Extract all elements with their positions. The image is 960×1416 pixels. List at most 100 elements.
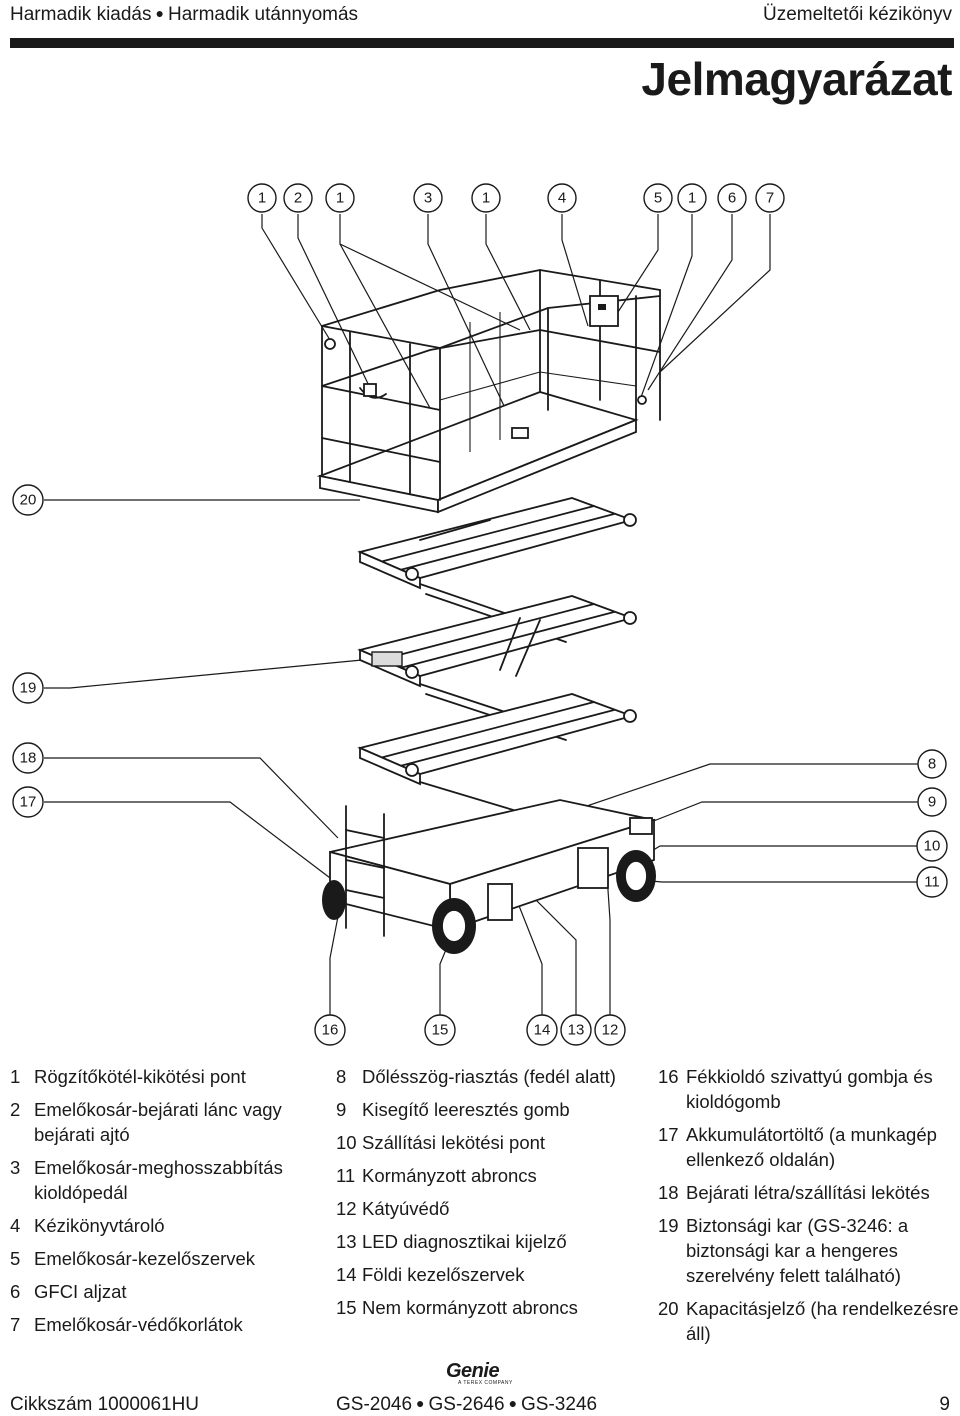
svg-text:18: 18	[20, 750, 37, 767]
callout-13: 13	[560, 1014, 592, 1046]
svg-text:9: 9	[928, 794, 936, 811]
bullet-icon: ●	[155, 5, 164, 21]
callout-14: 14	[526, 1014, 558, 1046]
legend-number: 18	[658, 1182, 679, 1203]
chassis	[322, 799, 658, 954]
legend-text: Kormányzott abroncs	[362, 1165, 537, 1186]
header-edition-text: Harmadik kiadás	[10, 4, 152, 25]
svg-text:12: 12	[602, 1022, 619, 1039]
svg-text:1: 1	[258, 190, 266, 207]
legend-number: 2	[10, 1099, 21, 1120]
legend-number: 19	[658, 1215, 679, 1236]
svg-text:1: 1	[336, 190, 344, 207]
genie-logo: Genie A TEREX COMPANY	[446, 1360, 516, 1388]
scissor-stack	[357, 497, 637, 813]
platform-basket	[316, 269, 661, 514]
legend-text: Emelőkosár-meghosszabbítás kioldópedál	[34, 1157, 283, 1203]
callout-3: 3	[413, 183, 443, 213]
footer-models: GS-2046●GS-2646●GS-3246	[336, 1394, 597, 1416]
legend-item: 3 Emelőkosár-meghosszabbítás kioldópedál	[10, 1155, 310, 1205]
legend-item: 8 Dőlésszög-riasztás (fedél alatt)	[336, 1064, 636, 1089]
legend-text: Emelőkosár-védőkorlátok	[34, 1314, 243, 1335]
legend-text: Dőlésszög-riasztás (fedél alatt)	[362, 1066, 616, 1087]
legend-number: 4	[10, 1215, 21, 1236]
svg-text:4: 4	[558, 190, 566, 207]
legend-item: 4 Kézikönyvtároló	[10, 1213, 310, 1238]
legend-text: Biztonsági kar (GS-3246: a biztonsági ka…	[686, 1215, 909, 1286]
legend-number: 3	[10, 1157, 21, 1178]
svg-text:1: 1	[482, 190, 490, 207]
callouts: 1 2 1 3 1 4 5 1 6 7 20 19 18 17 8 9 10 1…	[12, 183, 948, 1046]
callout-1: 1	[325, 183, 355, 213]
header-edition: Harmadik kiadás●Harmadik utánnyomás	[10, 4, 358, 26]
footer-model: GS-2646	[428, 1394, 505, 1415]
scissor-lift-diagram: 1 2 1 3 1 4 5 1 6 7 20 19 18 17 8 9 10 1…	[12, 183, 948, 1046]
callout-6: 6	[717, 183, 747, 213]
legend-text: Földi kezelőszervek	[362, 1264, 525, 1285]
callout-8: 8	[917, 749, 947, 779]
legend-item: 19 Biztonsági kar (GS-3246: a biztonsági …	[658, 1213, 960, 1288]
logo-tagline: A TEREX COMPANY	[458, 1380, 513, 1386]
legend-number: 12	[336, 1198, 357, 1219]
callout-15: 15	[424, 1014, 456, 1046]
logo-wordmark: Genie	[446, 1360, 500, 1382]
svg-text:17: 17	[20, 794, 37, 811]
legend-text: Emelőkosár-bejárati lánc vagy bejárati a…	[34, 1099, 282, 1145]
legend-number: 7	[10, 1314, 21, 1335]
svg-text:20: 20	[20, 492, 37, 509]
svg-text:14: 14	[534, 1022, 551, 1039]
footer-part-number: Cikkszám 1000061HU	[10, 1394, 200, 1415]
bullet-icon: ●	[416, 1395, 425, 1411]
callout-12: 12	[594, 1014, 626, 1046]
svg-text:19: 19	[20, 680, 37, 697]
legend-text: Szállítási lekötési pont	[362, 1132, 546, 1153]
legend-text: Bejárati létra/szállítási lekötés	[686, 1182, 930, 1203]
legend-text: Kapacitásjelző (ha rendelkezésre áll)	[686, 1298, 959, 1344]
svg-text:11: 11	[924, 874, 940, 891]
legend-number: 14	[336, 1264, 357, 1285]
legend-item: 9 Kisegítő leeresztés gomb	[336, 1097, 636, 1122]
callout-17: 17	[12, 786, 44, 818]
legend-text: Fékkioldó szivattyú gombja és kioldógomb	[686, 1066, 933, 1112]
legend-number: 1	[10, 1066, 21, 1087]
legend-text: Nem kormányzott abroncs	[362, 1297, 578, 1318]
legend-text: Kézikönyvtároló	[34, 1215, 165, 1236]
legend-item: 7 Emelőkosár-védőkorlátok	[10, 1312, 310, 1337]
legend-number: 10	[336, 1132, 357, 1153]
legend-text: Rögzítőkötél-kikötési pont	[34, 1066, 246, 1087]
svg-text:5: 5	[654, 190, 662, 207]
svg-text:7: 7	[766, 190, 774, 207]
legend-column-3: 16 Fékkioldó szivattyú gombja és kioldógo…	[658, 1064, 960, 1354]
legend-number: 16	[658, 1066, 679, 1087]
legend-item: 1 Rögzítőkötél-kikötési pont	[10, 1064, 310, 1089]
header-manual-title: Üzemeltetői kézikönyv	[762, 4, 952, 25]
callout-1: 1	[247, 183, 277, 213]
callout-7: 7	[755, 183, 785, 213]
bullet-icon: ●	[508, 1395, 518, 1411]
legend-item: 2 Emelőkosár-bejárati lánc vagy bejárati …	[10, 1097, 310, 1147]
legend-number: 9	[336, 1099, 347, 1120]
legend-text: Kátyúvédő	[362, 1198, 450, 1219]
callout-20: 20	[12, 484, 44, 516]
legend-number: 13	[336, 1231, 357, 1252]
legend-text: Akkumulátortöltő (a munkagép ellenkező o…	[686, 1124, 937, 1170]
svg-text:8: 8	[928, 756, 936, 773]
legend-number: 5	[10, 1248, 21, 1269]
svg-text:6: 6	[728, 190, 736, 207]
callout-5: 5	[643, 183, 673, 213]
callout-2: 2	[283, 183, 313, 213]
header-reprint-text: Harmadik utánnyomás	[167, 4, 359, 25]
legend-text: GFCI aljzat	[34, 1281, 127, 1302]
callout-1: 1	[471, 183, 501, 213]
legend-text: Kisegítő leeresztés gomb	[362, 1099, 570, 1120]
legend-number: 8	[336, 1066, 347, 1087]
svg-text:2: 2	[294, 190, 302, 207]
svg-text:15: 15	[432, 1022, 449, 1039]
